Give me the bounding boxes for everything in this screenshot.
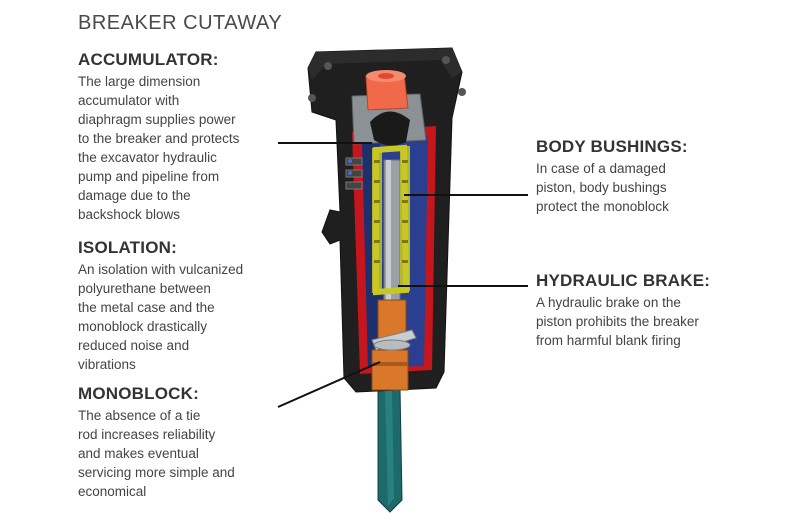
body-bushings-heading: BODY BUSHINGS: xyxy=(536,137,688,156)
monoblock-heading: MONOBLOCK: xyxy=(78,384,199,403)
front-collar-upper xyxy=(377,299,407,339)
callout-body-bushings: BODY BUSHINGS: In case of a damaged pist… xyxy=(536,137,756,216)
isolation-heading: ISOLATION: xyxy=(78,238,177,257)
callout-isolation: ISOLATION: An isolation with vulcanized … xyxy=(78,238,278,374)
hydraulic-fittings xyxy=(345,157,363,190)
accumulator-heading: ACCUMULATOR: xyxy=(78,50,219,69)
isolation-description: An isolation with vulcanized polyurethan… xyxy=(78,262,244,372)
accumulator-diaphragm xyxy=(370,111,410,146)
front-collar-lower xyxy=(371,349,409,391)
accumulator-description: The large dimension accumulator with dia… xyxy=(78,74,240,222)
callout-monoblock: MONOBLOCK: The absence of a tie rod incr… xyxy=(78,384,278,501)
body-bushings-description: In case of a damaged piston, body bushin… xyxy=(536,161,669,214)
hydraulic-brake-description: A hydraulic brake on the piston prohibit… xyxy=(536,295,699,348)
callout-hydraulic-brake: HYDRAULIC BRAKE: A hydraulic brake on th… xyxy=(536,271,766,350)
monoblock-description: The absence of a tie rod increases relia… xyxy=(78,408,235,499)
hydraulic-brake-heading: HYDRAULIC BRAKE: xyxy=(536,271,711,290)
callout-accumulator: ACCUMULATOR: The large dimension accumul… xyxy=(78,50,278,224)
page-title: BREAKER CUTAWAY xyxy=(78,12,283,34)
leader-monoblock xyxy=(277,361,381,408)
